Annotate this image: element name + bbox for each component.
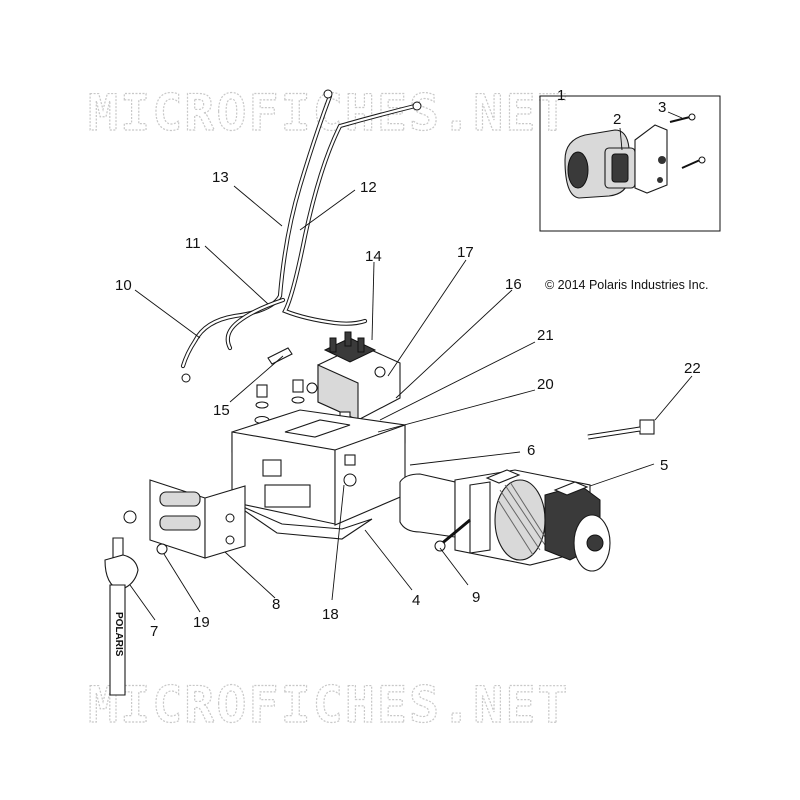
callout-9: 9 <box>472 589 480 606</box>
callout-10: 10 <box>115 277 132 294</box>
callout-8: 8 <box>272 596 280 613</box>
callout-19: 19 <box>193 614 210 631</box>
callout-2: 2 <box>613 111 621 128</box>
callout-13: 13 <box>212 169 229 186</box>
callout-18: 18 <box>322 606 339 623</box>
mounting-plate-part <box>231 409 406 540</box>
cable-harness <box>180 89 422 383</box>
callout-3: 3 <box>658 99 666 116</box>
leader-lines <box>129 185 693 621</box>
callout-17: 17 <box>457 244 474 261</box>
winch-assembly-part <box>399 469 611 572</box>
roller-fairlead-part <box>123 479 246 559</box>
switch-housing-part <box>564 124 668 199</box>
callout-5: 5 <box>660 457 668 474</box>
contactor-part <box>306 331 401 421</box>
callout-11: 11 <box>185 235 201 252</box>
strap-label: POLARIS <box>113 612 124 657</box>
callout-22: 22 <box>684 360 701 377</box>
hook-strap-part: POLARIS <box>104 537 139 696</box>
callout-16: 16 <box>505 276 522 293</box>
callout-7: 7 <box>150 623 158 640</box>
callout-15: 15 <box>213 402 230 419</box>
callout-21: 21 <box>537 327 554 344</box>
callout-4: 4 <box>412 592 420 609</box>
callout-6: 6 <box>527 442 535 459</box>
callout-20: 20 <box>537 376 554 393</box>
long-bolt-part <box>587 419 655 440</box>
callout-1: 1 <box>557 87 565 104</box>
inset-detail-box <box>539 95 721 232</box>
watermark-bottom: MICROFICHES.NET <box>88 676 570 734</box>
copyright-notice: © 2014 Polaris Industries Inc. <box>545 278 708 292</box>
callout-12: 12 <box>360 179 377 196</box>
screw-part <box>669 113 706 169</box>
callout-14: 14 <box>365 248 382 265</box>
